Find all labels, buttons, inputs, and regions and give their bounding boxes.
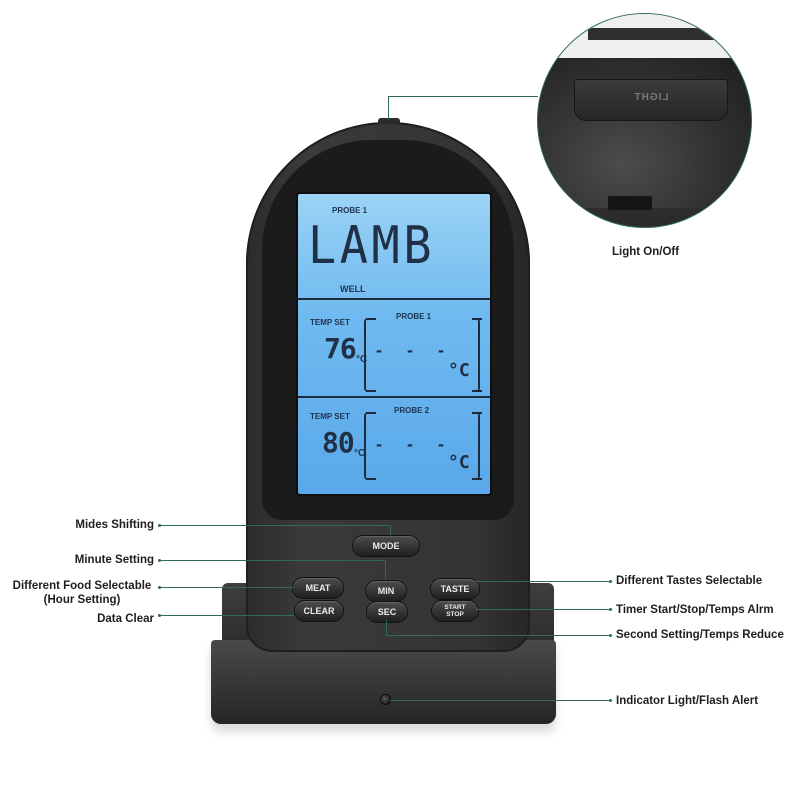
leader-dot: [609, 608, 612, 611]
indicator-light: [380, 694, 391, 705]
probe2-unit: °C: [448, 452, 470, 473]
callout-light: Light On/Off: [612, 246, 680, 258]
temp-set-value-2: 80: [322, 426, 355, 459]
leader-line: [386, 620, 387, 635]
probe2-box: [364, 412, 480, 480]
leader-dot: [609, 634, 612, 637]
callout-indicator: Indicator Light/Flash Alert: [616, 695, 759, 707]
temp-unit-1: °C: [356, 354, 368, 365]
probe1-box: [364, 318, 480, 392]
min-button[interactable]: MIN: [365, 580, 407, 602]
leader-line: [476, 581, 610, 582]
light-button-zoom: LIGHT: [537, 13, 752, 228]
callout-min: Minute Setting: [74, 554, 154, 566]
leader-dot: [158, 614, 161, 617]
leader-dot: [158, 524, 161, 527]
probe1-unit: °C: [448, 360, 470, 381]
leader-dot: [609, 580, 612, 583]
leader-line: [385, 560, 386, 580]
temp-set-value-1: 76: [324, 332, 357, 365]
food-type-display: LAMB: [308, 216, 436, 276]
leader-dot: [158, 586, 161, 589]
callout-meat-line1: Different Food Selectable: [12, 580, 152, 592]
leader-dot: [158, 559, 161, 562]
leader-line: [160, 587, 294, 588]
probe1-header: PROBE 1: [332, 206, 368, 215]
callout-meat-line2: (Hour Setting): [43, 594, 121, 606]
zoom-shadow-bar: [588, 28, 751, 40]
temp-set-label-2: TEMP SET: [310, 412, 350, 421]
start-label: START: [444, 604, 466, 611]
leader-line: [388, 96, 389, 120]
leader-line: [386, 635, 610, 636]
leader-line: [160, 560, 385, 561]
leader-dot: [609, 699, 612, 702]
probe1-reading: - - -: [376, 340, 454, 360]
taste-display: WELL: [340, 284, 366, 294]
leader-line: [476, 609, 610, 610]
leader-line: [160, 615, 294, 616]
leader-line: [160, 525, 390, 526]
callout-taste: Different Tastes Selectable: [616, 575, 763, 587]
meat-button[interactable]: MEAT: [292, 577, 344, 599]
temp-set-label-1: TEMP SET: [310, 318, 350, 327]
light-button[interactable]: [378, 118, 400, 124]
stop-label: STOP: [446, 611, 464, 618]
zoom-notch: [608, 196, 652, 210]
start-stop-button[interactable]: START STOP: [431, 600, 479, 622]
probe1-box-label: PROBE 1: [396, 312, 432, 321]
leader-line: [390, 525, 391, 535]
leader-line: [390, 700, 610, 701]
leader-line: [388, 96, 538, 97]
lcd-divider: [298, 396, 490, 398]
callout-mode: Mides Shifting: [75, 519, 154, 531]
probe2-reading: - - -: [376, 434, 454, 454]
lcd-screen: PROBE 1 LAMB WELL TEMP SET 76 °C PROBE 1…: [296, 192, 492, 496]
mode-button[interactable]: MODE: [352, 535, 420, 557]
probe2-box-label: PROBE 2: [394, 406, 430, 415]
charging-base: [211, 640, 556, 724]
clear-button[interactable]: CLEAR: [294, 600, 344, 622]
zoom-light-key: LIGHT: [574, 79, 728, 121]
zoom-light-key-label: LIGHT: [633, 92, 669, 103]
lcd-divider: [298, 298, 490, 300]
taste-button[interactable]: TASTE: [430, 578, 480, 600]
callout-sec: Second Setting/Temps Reduce: [616, 629, 784, 641]
callout-clear: Data Clear: [97, 613, 154, 625]
callout-meat: Different Food Selectable (Hour Setting): [8, 579, 156, 607]
callout-start-stop: Timer Start/Stop/Temps Alrm: [616, 604, 774, 616]
sec-button[interactable]: SEC: [366, 601, 408, 623]
temp-unit-2: °C: [354, 448, 366, 459]
